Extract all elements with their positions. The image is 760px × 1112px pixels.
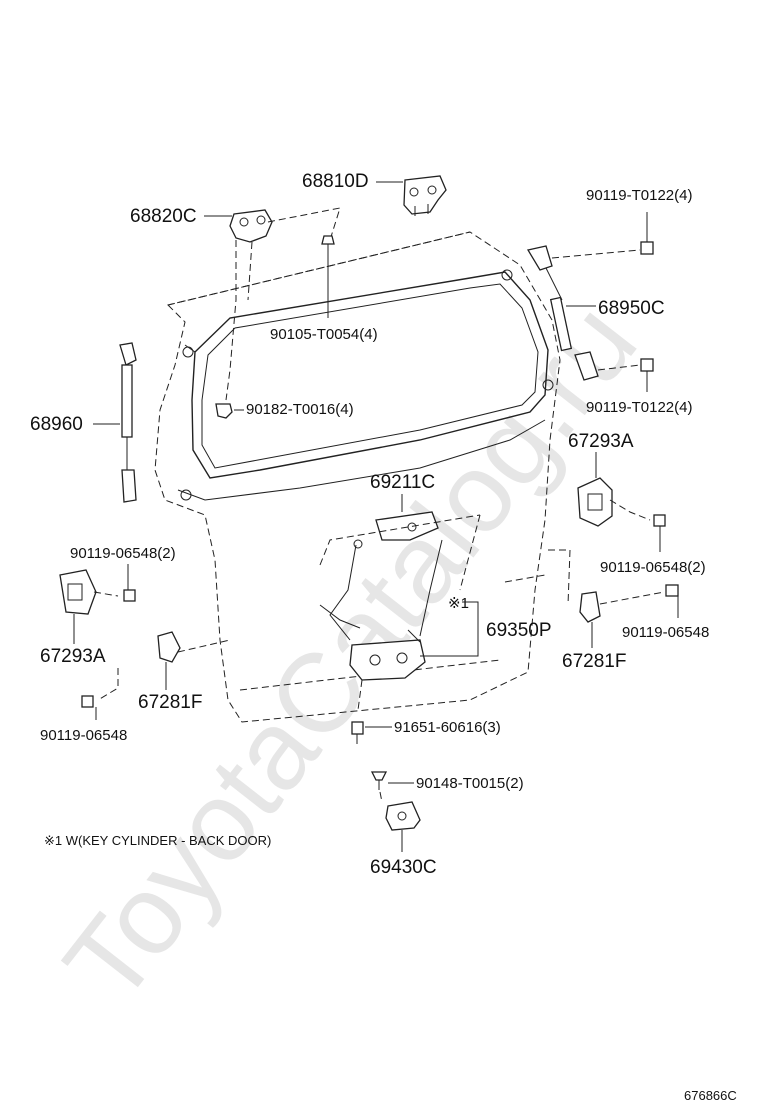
bolt-90105 [321, 235, 335, 254]
striker-67281f-right [579, 591, 601, 623]
back-window-opening [177, 269, 554, 501]
hinge-68820c [229, 209, 273, 243]
label-90119-t0122-bottom: 90119-T0122(4) [586, 399, 692, 416]
label-90119-06548-2-left: 90119-06548(2) [70, 545, 176, 562]
damper-stay-68950c [526, 245, 599, 381]
back-door-panel [154, 231, 571, 723]
footnote: ※1 W(KEY CYLINDER - BACK DOOR) [44, 833, 271, 848]
screw-90148 [370, 771, 388, 790]
label-67281f-right: 67281F [562, 651, 626, 672]
bolt-91651 [351, 721, 364, 744]
label-69350p: 69350P [486, 620, 552, 641]
drawing-number: 676866C [684, 1088, 737, 1103]
striker-67281f-left [157, 631, 181, 663]
label-67281f-left: 67281F [138, 692, 202, 713]
label-68960: 68960 [30, 414, 83, 435]
label-68950c: 68950C [598, 298, 665, 319]
damper-stay-68960 [119, 342, 137, 503]
hinge-68810d [403, 175, 447, 216]
label-90148: 90148-T0015(2) [416, 775, 524, 792]
bolt-90119-06548-left-upper [123, 589, 136, 602]
label-69430c: 69430C [370, 857, 437, 878]
label-90119-t0122-top: 90119-T0122(4) [586, 187, 692, 204]
label-90119-06548-left: 90119-06548 [40, 727, 127, 744]
bumper-67293a-left [59, 569, 97, 615]
label-68810d: 68810D [302, 171, 369, 192]
label-67293a-left: 67293A [40, 646, 106, 667]
bolt-90119-06548-right-upper [653, 514, 666, 527]
bolt-90119-06548-left-lower [81, 695, 94, 708]
bolt-90119-06548-right-lower [665, 584, 679, 597]
bolt-90119-t0122-bottom [640, 358, 654, 372]
label-90119-06548-right: 90119-06548 [622, 624, 709, 641]
label-90182: 90182-T0016(4) [246, 401, 354, 418]
label-91651: 91651-60616(3) [394, 719, 501, 736]
clip-90182 [215, 403, 233, 419]
handle-69211c [375, 511, 439, 541]
label-68820c: 68820C [130, 206, 197, 227]
lock-assembly-69350p [319, 539, 443, 681]
bracket-69430c [385, 801, 421, 831]
label-90105: 90105-T0054(4) [270, 326, 378, 343]
label-90119-06548-2-right: 90119-06548(2) [600, 559, 706, 576]
bumper-67293a-right [577, 477, 613, 527]
bolt-90119-t0122-top [640, 241, 654, 255]
label-69211c: 69211C [370, 472, 435, 493]
note-marker: ※1 [448, 595, 469, 612]
label-67293a-right: 67293A [568, 431, 634, 452]
